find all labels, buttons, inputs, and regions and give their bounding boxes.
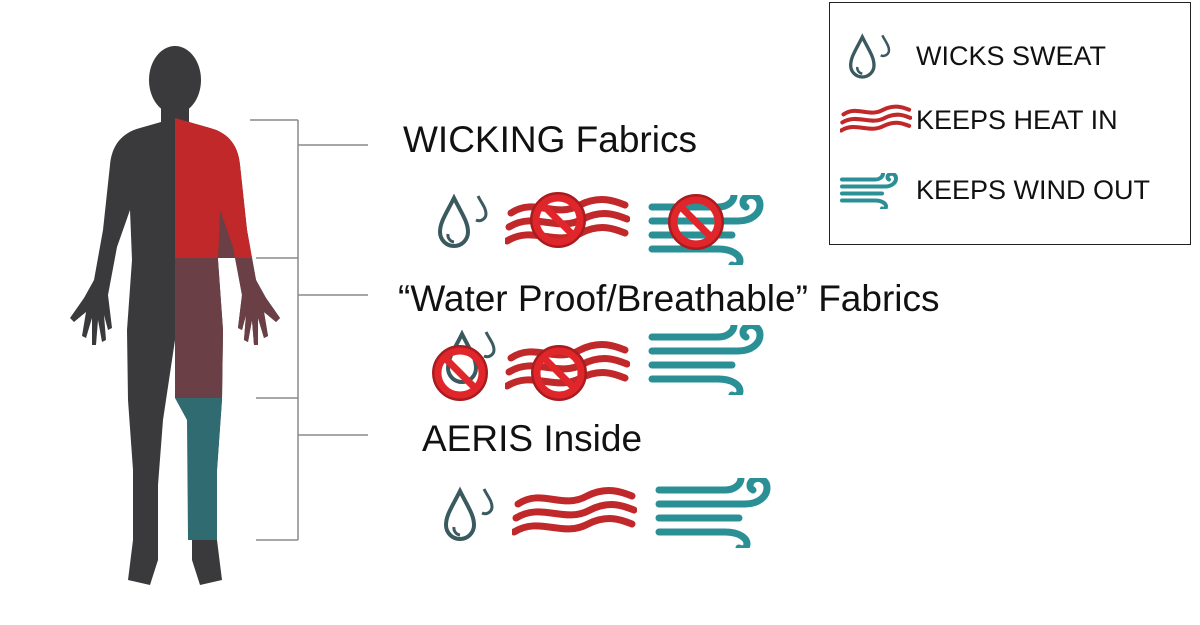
heat-waves-icon xyxy=(512,487,637,536)
layer-bracket xyxy=(250,119,368,541)
prohibited-icon xyxy=(668,194,724,250)
wind-gust-icon xyxy=(840,173,899,209)
prohibited-icon xyxy=(531,345,587,401)
legend: WICKS SWEAT KEEPS HEAT IN K xyxy=(829,2,1191,245)
layer-title-waterproof-breathable: “Water Proof/Breathable” Fabrics xyxy=(398,278,940,319)
prohibited-icon xyxy=(432,345,488,401)
water-drops-icon xyxy=(443,486,494,541)
prohibited-icon xyxy=(530,192,586,248)
legend-item-wicks-sweat: WICKS SWEAT xyxy=(830,31,1190,81)
layer-title-aeris-inside: AERIS Inside xyxy=(422,418,643,459)
legend-item-keeps-wind-out: KEEPS WIND OUT xyxy=(830,171,1190,221)
layer-title-wicking: WICKING Fabrics xyxy=(403,119,697,160)
wind-gust-icon xyxy=(648,325,764,395)
legend-item-keeps-heat-in: KEEPS HEAT IN xyxy=(830,101,1190,151)
water-drops-icon xyxy=(437,193,488,248)
wind-gust-icon xyxy=(655,478,771,548)
water-drops-icon xyxy=(848,33,891,79)
human-figure xyxy=(70,46,280,585)
legend-label: KEEPS WIND OUT xyxy=(916,175,1151,205)
legend-label: WICKS SWEAT xyxy=(916,41,1107,71)
heat-waves-icon xyxy=(840,104,912,133)
legend-label: KEEPS HEAT IN xyxy=(916,105,1118,135)
